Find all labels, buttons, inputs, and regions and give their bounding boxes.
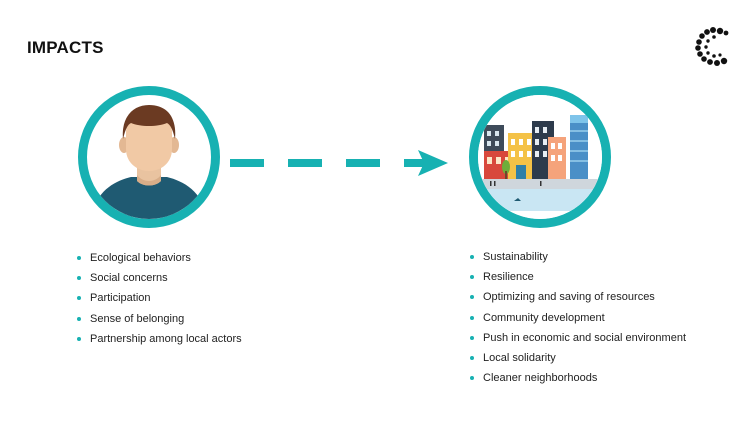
list-item: Social concerns (77, 271, 242, 291)
list-item: Ecological behaviors (77, 251, 242, 271)
person-avatar-circle (78, 86, 220, 228)
person-avatar-icon (91, 105, 207, 219)
dotted-c-logo-icon (690, 22, 738, 70)
list-item: Community development (470, 311, 686, 331)
list-item: Cleaner neighborhoods (470, 371, 686, 391)
list-item: Local solidarity (470, 351, 686, 371)
individual-impacts-list: Ecological behaviors Social concerns Par… (77, 251, 242, 352)
city-street-icon (478, 95, 602, 219)
list-item: Resilience (470, 270, 686, 290)
list-item: Sustainability (470, 250, 686, 270)
dashed-arrow-icon (230, 148, 452, 183)
list-item: Push in economic and social environment (470, 331, 686, 351)
list-item: Participation (77, 291, 242, 311)
list-item: Sense of belonging (77, 312, 242, 332)
list-item: Optimizing and saving of resources (470, 290, 686, 310)
slide-title: IMPACTS (27, 38, 104, 57)
city-street-circle (469, 86, 611, 228)
list-item: Partnership among local actors (77, 332, 242, 352)
community-impacts-list: Sustainability Resilience Optimizing and… (470, 250, 686, 391)
